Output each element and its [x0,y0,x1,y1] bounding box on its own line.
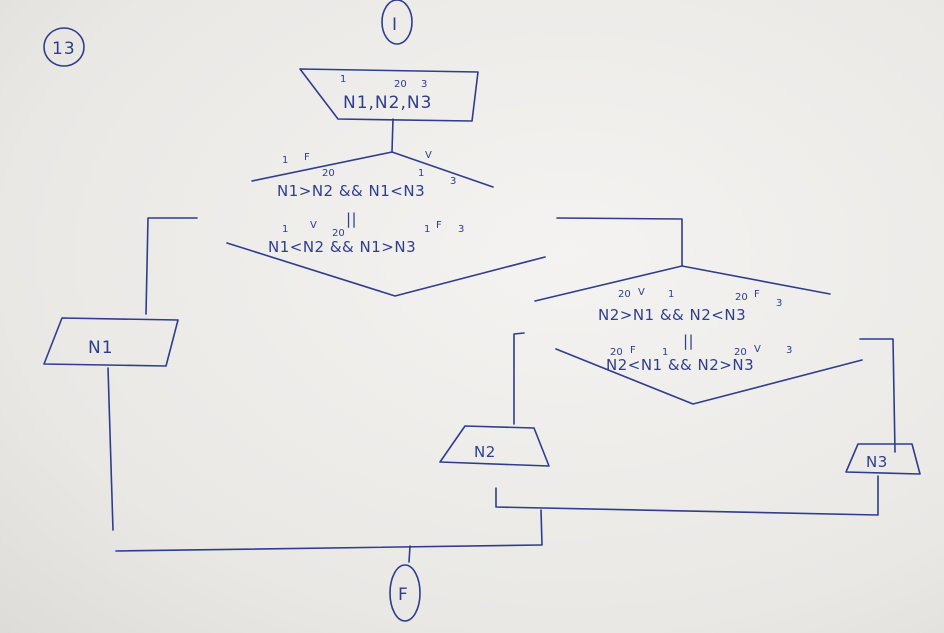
input-annot-3: 3 [421,79,427,90]
connector-bottom-merge [115,544,542,552]
decision1-l2-annot-d: 1 [424,224,430,235]
decision2-condition-line1: N2>N1 && N2<N3 [598,306,746,324]
end-terminal: F [389,564,421,622]
output-n2-shape [439,425,550,467]
input-annot-2: 20 [394,79,407,90]
decision2-l1-annot-f: 3 [776,298,782,309]
decision1-l1-annot-b: 20 [322,168,335,179]
output-n1: N1 [43,317,179,367]
decision2-condition-line2: N2<N1 && N2>N3 [606,356,754,374]
input-text: N1,N2,N3 [343,93,432,113]
decision1-l2-annot-e: F [436,220,442,231]
decision2-bottom-edges [555,348,863,405]
decision2-equiv: || [683,332,694,350]
end-circle [389,564,421,622]
connector-input-decision1 [391,118,394,153]
connector-n1-end [107,367,114,531]
decision-1: 1 F V 20 1 3 N1>N2 && N1<N3 1 V 20 || 1 … [226,150,546,297]
page-number-circle [43,27,85,67]
output-n3-shape [845,443,921,475]
connector-decision2-n3 [859,338,896,453]
connector-n2-n3-merge [495,475,879,516]
connector-merge-down [540,509,543,546]
decision1-annot-false-num: 1 [282,155,288,166]
decision1-l2-annot-b: V [310,220,317,231]
input-annot-1: 1 [340,74,346,85]
decision2-l2-annot-f: 3 [786,345,792,356]
start-terminal: I [381,0,413,45]
connector-decision1-decision2 [556,217,683,267]
connector-to-end [408,545,411,563]
output-n3: N3 [845,443,921,475]
decision2-top-edges [534,265,831,302]
decision2-l2-annot-b: F [630,345,636,356]
decision1-l1-annot-c: 1 [418,168,424,179]
page-number-badge: 13 [43,27,85,67]
input-block: N1,N2,N3 1 20 3 [299,68,479,122]
decision2-l1-annot-c: 1 [668,289,674,300]
decision-2: 20 V 1 20 F 3 N2>N1 && N2<N3 || 20 F 1 2… [534,265,863,405]
output-n3-text: N3 [866,453,888,471]
decision1-equiv: || [346,210,357,228]
decision1-condition-line2: N1<N2 && N1>N3 [268,238,416,256]
start-circle [381,0,413,45]
start-label: I [392,15,398,35]
output-n1-text: N1 [88,338,114,358]
decision1-condition-line1: N1>N2 && N1<N3 [277,182,425,200]
end-label: F [398,585,409,605]
decision1-branch-false: F [304,152,310,163]
decision2-l1-annot-b: V [638,287,645,298]
decision2-l1-annot-d: 20 [735,292,748,303]
decision2-l2-annot-d: 20 [734,347,747,358]
decision1-top-edges [251,151,494,188]
output-n2: N2 [439,425,550,467]
output-n2-text: N2 [474,443,496,461]
decision1-l1-annot-d: 3 [450,176,456,187]
decision1-branch-true: V [425,150,432,161]
decision2-l1-annot-a: 20 [618,289,631,300]
decision1-l2-annot-f: 3 [458,224,464,235]
decision2-l2-annot-c: 1 [662,347,668,358]
decision1-bottom-edges [226,242,546,297]
decision1-l2-annot-c: 20 [332,228,345,239]
page-number-text: 13 [52,39,76,59]
connector-decision1-n1 [145,217,198,315]
input-shape [299,68,479,122]
decision2-l2-annot-e: V [754,344,761,355]
decision1-l2-annot-a: 1 [282,224,288,235]
decision2-l2-annot-a: 20 [610,347,623,358]
output-n1-shape [43,317,179,367]
connector-decision2-n2 [513,332,525,425]
decision2-l1-annot-e: F [754,289,760,300]
